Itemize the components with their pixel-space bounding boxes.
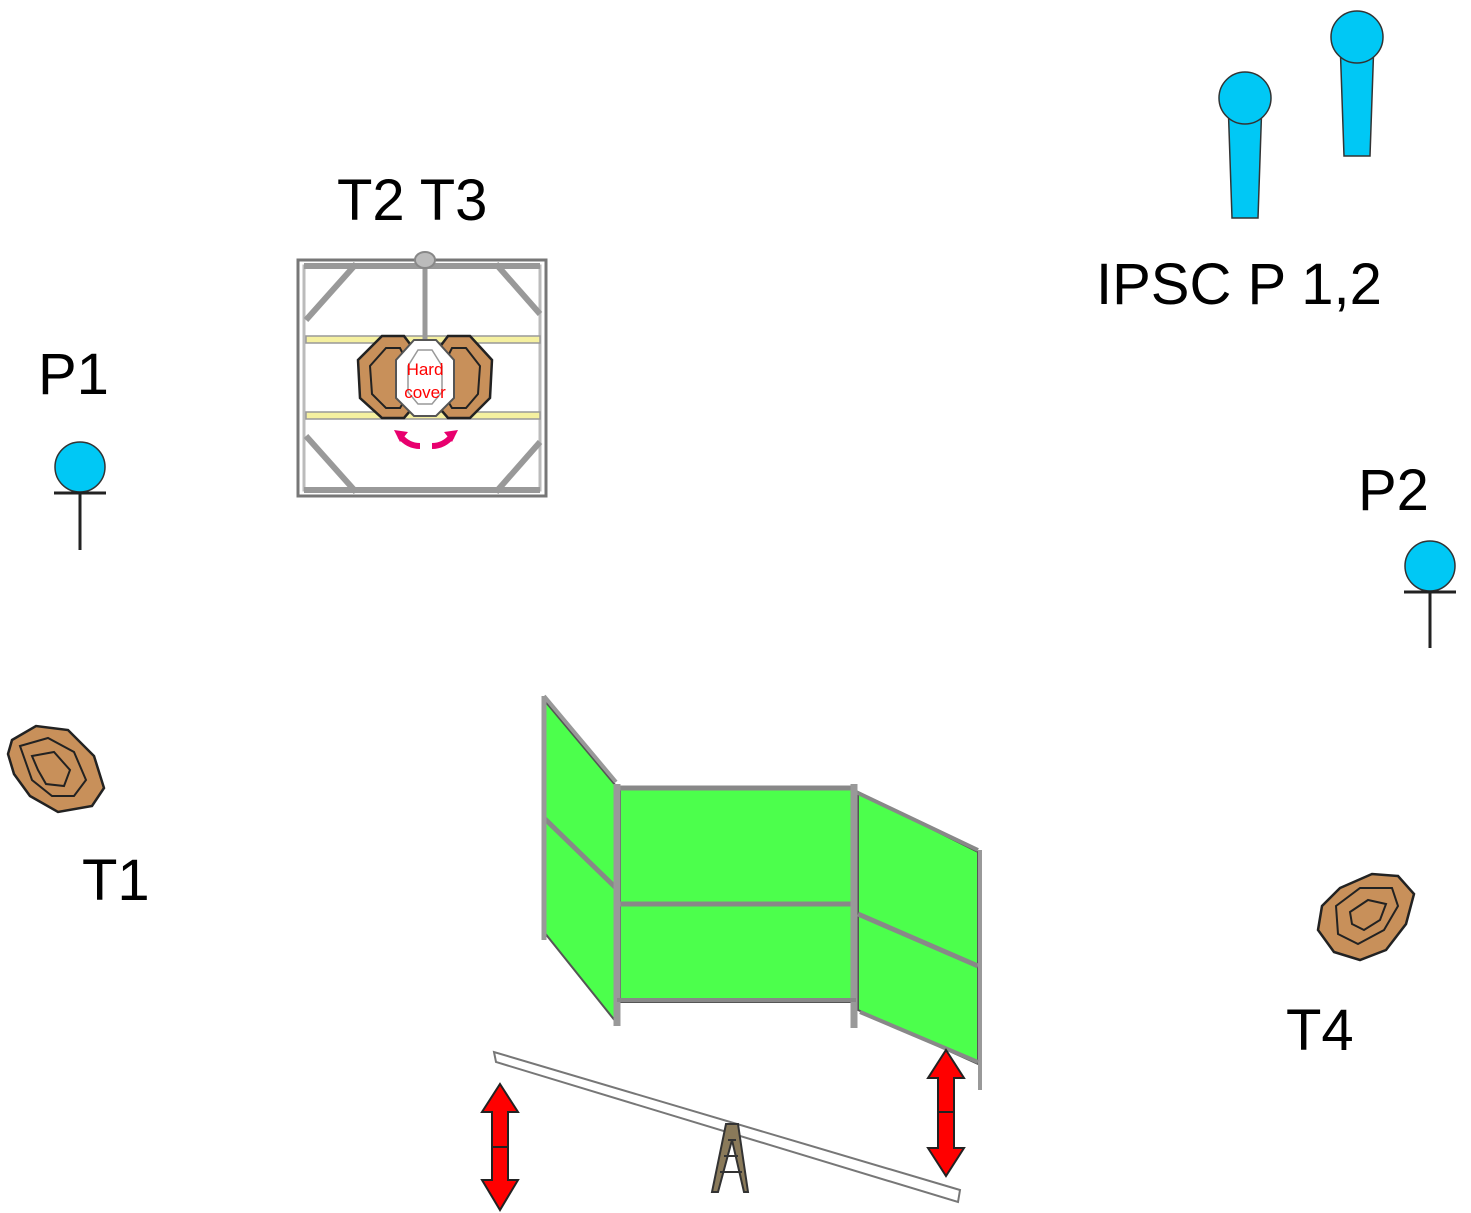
hard-cover-label-line2: cover bbox=[404, 383, 446, 402]
label-p2: P2 bbox=[1358, 458, 1429, 523]
target-t4 bbox=[1316, 872, 1416, 962]
label-t1: T1 bbox=[82, 848, 150, 913]
popper-p1-ipsc bbox=[1218, 71, 1272, 219]
hard-cover: Hard cover bbox=[395, 339, 455, 417]
green-wall bbox=[541, 694, 982, 1090]
popper-p2-ipsc bbox=[1330, 10, 1384, 157]
hard-cover-label-line1: Hard bbox=[407, 360, 444, 379]
label-t4: T4 bbox=[1286, 998, 1354, 1063]
swing-arrows-icon bbox=[394, 430, 458, 449]
label-p1: P1 bbox=[38, 342, 109, 407]
label-ipsc-poppers: IPSC P 1,2 bbox=[1096, 252, 1382, 317]
up-down-arrow-icon-right bbox=[926, 1048, 966, 1178]
popper-p2 bbox=[1404, 540, 1456, 648]
seesaw bbox=[492, 1050, 962, 1204]
popper-p1 bbox=[54, 441, 106, 550]
label-t2-t3: T2 T3 bbox=[337, 168, 488, 233]
target-t1 bbox=[6, 724, 106, 814]
up-down-arrow-icon-left bbox=[480, 1082, 520, 1212]
